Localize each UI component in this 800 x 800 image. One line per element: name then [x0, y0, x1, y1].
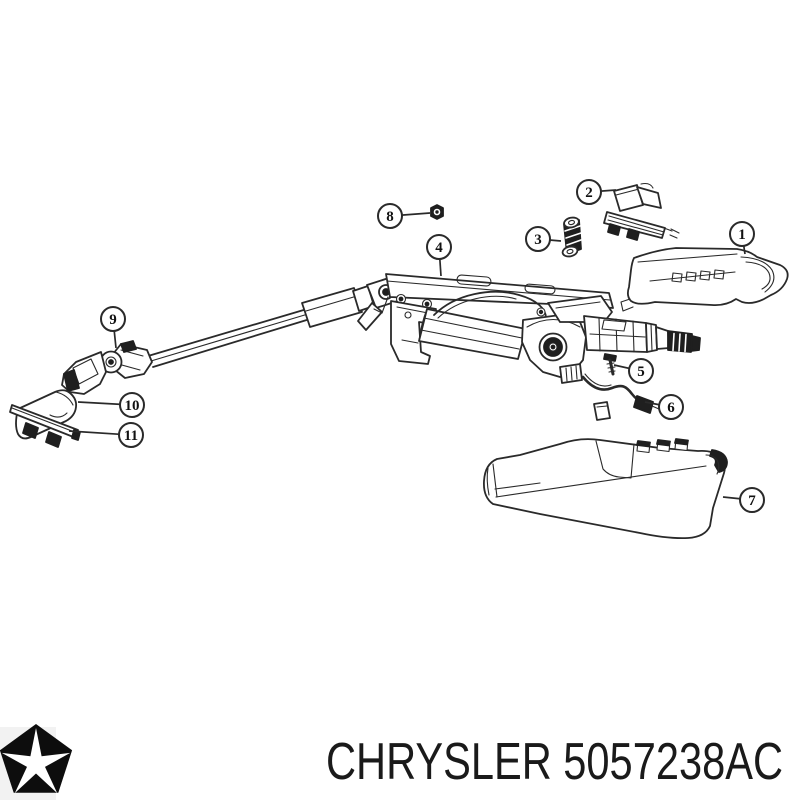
callout-4: 4 — [426, 234, 452, 277]
callout-8: 8 — [377, 203, 431, 229]
diagram-artwork — [9, 182, 789, 540]
callout-10: 10 — [77, 392, 145, 418]
callout-circle-7 — [739, 487, 765, 513]
part-nut — [430, 204, 444, 220]
callout-7: 7 — [722, 487, 765, 513]
callout-circle-6 — [658, 394, 684, 420]
callout-circle-1 — [729, 221, 755, 247]
callout-11: 11 — [68, 422, 144, 448]
callout-1: 1 — [729, 221, 755, 255]
callout-2: 2 — [576, 179, 617, 205]
part-lower-cover — [483, 438, 728, 540]
part-wiring-harness — [581, 373, 660, 414]
part-intermediate-shaft — [147, 275, 405, 368]
part-upper-shaft — [583, 315, 701, 353]
callout-circle-2 — [576, 179, 602, 205]
callout-9: 9 — [100, 306, 126, 349]
callout-6: 6 — [644, 394, 684, 420]
part-boot-seal — [9, 389, 81, 448]
callout-number-7: 7 — [748, 493, 756, 509]
part-switch — [603, 182, 680, 241]
callout-number-6: 6 — [667, 400, 675, 416]
callout-number-3: 3 — [534, 232, 542, 248]
footer: CHRYSLER 5057238AC — [0, 724, 783, 800]
callout-number-4: 4 — [435, 240, 443, 256]
callout-3: 3 — [525, 226, 562, 252]
callout-number-10: 10 — [125, 398, 140, 414]
callout-circle-3 — [525, 226, 551, 252]
callout-5: 5 — [613, 358, 654, 384]
callout-number-11: 11 — [124, 428, 138, 444]
callout-number-9: 9 — [109, 312, 117, 328]
part-spring — [561, 216, 582, 258]
pentastar-star — [1, 728, 71, 794]
part-screw — [603, 353, 617, 376]
callout-circle-9 — [100, 306, 126, 332]
callout-circle-4 — [426, 234, 452, 260]
callout-number-2: 2 — [585, 185, 593, 201]
callout-labels: 1 2 3 4 5 6 7 8 9 10 11 — [68, 179, 765, 513]
callout-circle-11 — [118, 422, 144, 448]
part-upper-cover — [620, 247, 789, 312]
callout-circle-8 — [377, 203, 403, 229]
part-column-assembly — [390, 290, 613, 421]
callout-circle-10 — [119, 392, 145, 418]
callout-number-8: 8 — [386, 209, 394, 225]
callout-number-1: 1 — [738, 227, 746, 243]
callout-circle-5 — [628, 358, 654, 384]
callout-number-5: 5 — [637, 364, 645, 380]
footer-part-text: CHRYSLER 5057238AC — [326, 733, 783, 791]
part-universal-joint — [61, 340, 153, 395]
